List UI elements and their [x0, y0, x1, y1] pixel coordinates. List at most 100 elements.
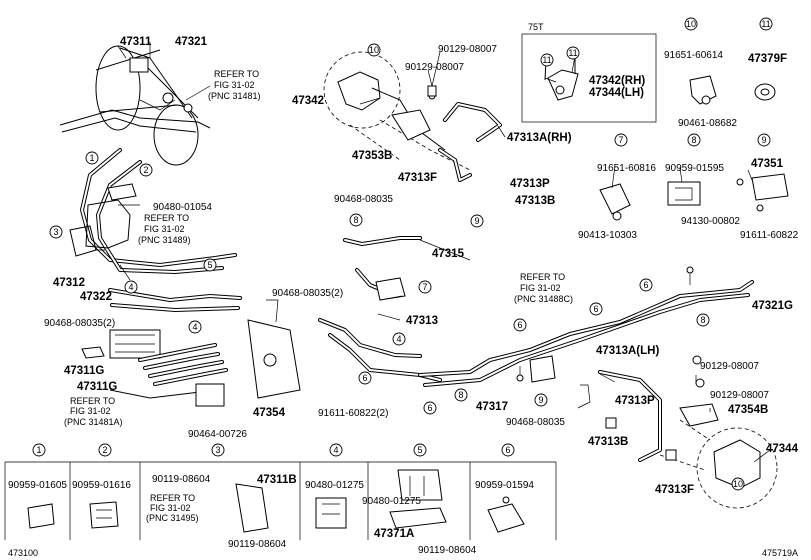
callout-4-b: 4 — [188, 320, 202, 334]
rear-brake-lines — [418, 266, 754, 409]
legend-c6-part: 90959-01594 — [475, 480, 534, 491]
part-47312: 47312 — [53, 277, 85, 289]
refer-31489-line3: (PNC 31489) — [138, 235, 191, 245]
part-91651-60816: 91651-60816 — [597, 163, 656, 174]
part-90413-10303: 90413-10303 — [578, 230, 637, 241]
refer-31495-line3: (PNC 31495) — [146, 513, 199, 523]
left-brake-lines — [69, 148, 242, 407]
footer-left-code: 473100 — [8, 548, 38, 558]
part-47321: 47321 — [175, 36, 208, 48]
callout-5-a-label: 5 — [207, 260, 212, 270]
callout-8-c-label: 8 — [458, 390, 463, 400]
callout-9-a-label: 9 — [761, 135, 766, 145]
legend-callout-1-label: 1 — [36, 445, 41, 455]
callout-6-c-label: 6 — [517, 320, 522, 330]
part-47313f-bot: 47313F — [655, 484, 694, 496]
callout-11-b-label: 11 — [568, 48, 577, 58]
part-47351: 47351 — [751, 158, 784, 170]
master-cylinder-assembly — [59, 45, 211, 166]
box-75t-title: 75T — [528, 22, 544, 32]
part-91611-60822: 91611-60822 — [740, 230, 799, 241]
callout-6-b: 6 — [423, 401, 437, 415]
refer-31481-line3: (PNC 31481) — [208, 91, 261, 101]
part-47313p-bot: 47313P — [615, 395, 655, 407]
callout-2-a-label: 2 — [143, 165, 148, 175]
refer-31488c-line1: REFER TO — [520, 272, 565, 282]
callout-4-c-label: 4 — [396, 334, 401, 344]
part-47354b: 47354B — [728, 404, 768, 416]
refer-31489-line1: REFER TO — [144, 213, 189, 223]
part-90129-08007-a: 90129-08007 — [438, 44, 497, 55]
legend-callout-5: 5 — [413, 443, 427, 457]
refer-31481-line1: REFER TO — [214, 69, 259, 79]
callout-6-a-label: 6 — [362, 373, 367, 383]
legend-c2-part: 90959-01616 — [72, 480, 131, 491]
part-90959-01595: 90959-01595 — [665, 163, 724, 174]
part-47322: 47322 — [80, 291, 112, 303]
leader-lines — [95, 42, 771, 463]
part-90468-08035-2-mid: 90468-08035(2) — [272, 288, 343, 299]
refer-31481a-line1: REFER TO — [70, 396, 115, 406]
legend-callout-3: 3 — [211, 443, 225, 457]
refer-31481-line2: FIG 31-02 — [214, 80, 255, 90]
part-47311: 47311 — [120, 36, 152, 48]
callout-6-a: 6 — [358, 371, 372, 385]
callout-11-b: 11 — [566, 46, 580, 60]
part-47321g: 47321G — [752, 300, 793, 312]
callout-11-a-label: 11 — [542, 55, 551, 65]
legend-callout-4-label: 4 — [333, 445, 338, 455]
callout-4-b-label: 4 — [192, 322, 197, 332]
part-90129-08007-b: 90129-08007 — [405, 62, 464, 73]
part-47313a-lh: 47313A(LH) — [596, 345, 659, 357]
part-47313: 47313 — [406, 315, 438, 327]
refer-31495-line1: REFER TO — [150, 493, 195, 503]
callout-5-a: 5 — [203, 258, 217, 272]
callout-8-c: 8 — [454, 388, 468, 402]
callout-4-a: 4 — [124, 280, 138, 294]
legend-c3-part-c: 90119-08604 — [228, 539, 287, 550]
callout-9-a: 9 — [757, 133, 771, 147]
legend-callout-1: 1 — [32, 443, 46, 457]
legend-c4-part: 90480-01275 — [305, 480, 364, 491]
item-10-clip — [689, 75, 717, 105]
part-90129-08007-c: 90129-08007 — [700, 361, 759, 372]
callout-3-a: 3 — [49, 225, 63, 239]
callout-10-b-label: 10 — [686, 19, 696, 29]
part-47353b: 47353B — [352, 150, 392, 162]
middle-brake-lines — [247, 236, 442, 399]
callout-7-a: 7 — [614, 133, 628, 147]
legend-callout-3-label: 3 — [215, 445, 220, 455]
rh-caliper-area — [323, 51, 502, 182]
legend-callout-2: 2 — [98, 443, 112, 457]
callout-1-a: 1 — [85, 151, 99, 165]
part-47313f-top: 47313F — [398, 172, 437, 184]
legend-callout-5-label: 5 — [417, 445, 422, 455]
footer-right-code: 475719A — [762, 548, 798, 558]
callout-10-b: 10 — [684, 17, 698, 31]
callout-9-c-label: 9 — [538, 395, 543, 405]
refer-31488c-line2: FIG 31-02 — [520, 283, 561, 293]
part-47313b-top: 47313B — [515, 195, 555, 207]
callout-7-a-label: 7 — [618, 135, 623, 145]
legend-c5-part-a: 90480-01275 — [362, 496, 421, 507]
part-94130-00802: 94130-00802 — [681, 216, 740, 227]
callout-10-c-label: 10 — [733, 479, 743, 489]
callout-11-c: 11 — [759, 17, 773, 31]
callout-8-b-label: 8 — [353, 215, 358, 225]
callout-7-b-label: 7 — [422, 282, 427, 292]
callout-6-c: 6 — [513, 318, 527, 332]
legend-c3-part-b: 47311B — [257, 474, 297, 486]
refer-31488c-line3: (PNC 31488C) — [514, 294, 573, 304]
callout-2-a: 2 — [139, 163, 153, 177]
bottom-legend — [4, 461, 557, 540]
item-7-clamp — [599, 183, 631, 221]
callout-8-d-label: 8 — [700, 315, 705, 325]
part-47315: 47315 — [432, 248, 465, 260]
part-47311g-2: 47311G — [77, 381, 117, 393]
part-90464-00726: 90464-00726 — [188, 429, 247, 440]
callout-4-a-label: 4 — [128, 282, 133, 292]
part-47313b-bot: 47313B — [588, 436, 628, 448]
refer-31495-line2: FIG 31-02 — [150, 503, 191, 513]
part-47313a-rh: 47313A(RH) — [507, 132, 572, 144]
